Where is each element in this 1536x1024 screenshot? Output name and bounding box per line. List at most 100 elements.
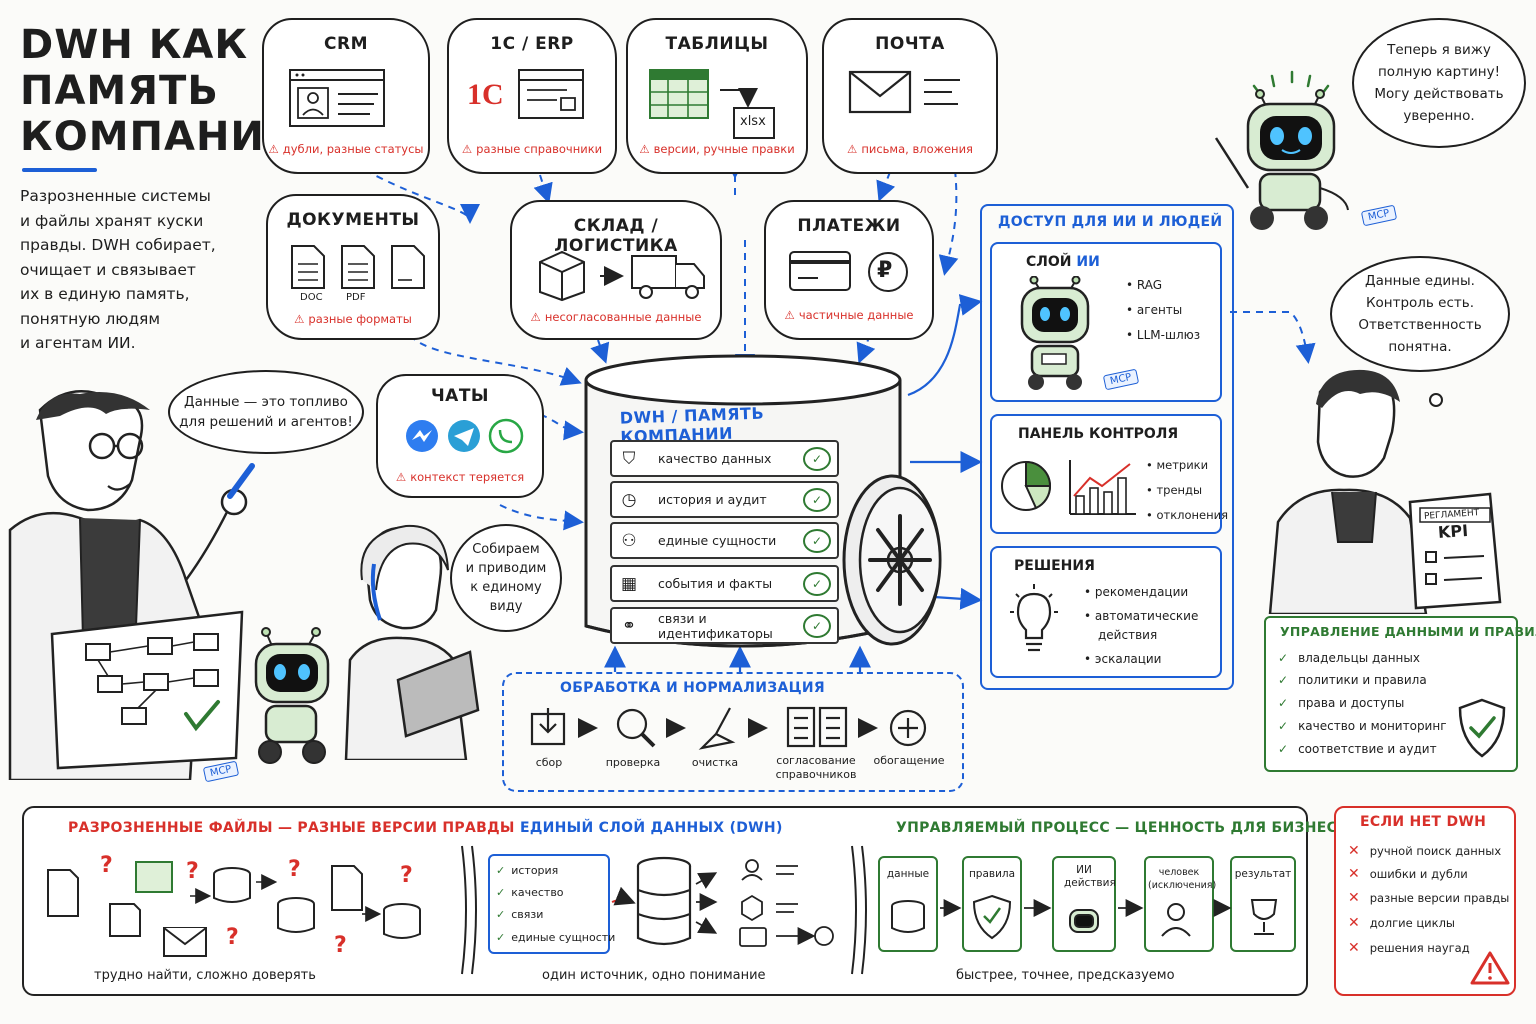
process-box-data: данные	[878, 856, 938, 952]
cross-icon: ✕	[1348, 940, 1360, 956]
analyst-illustration	[344, 524, 480, 760]
link-icon: ⚭	[621, 615, 637, 636]
vault-door-icon	[842, 474, 942, 646]
divider-left	[461, 845, 477, 975]
check-icon: ✓	[803, 528, 831, 553]
calendar-icon: ▦	[620, 573, 638, 594]
warning-triangle-icon	[1470, 951, 1510, 985]
source-mail-title: ПОЧТА	[875, 34, 945, 54]
no-dwh-title: ЕСЛИ НЕТ DWH	[1360, 814, 1487, 830]
check-icon: ✓	[803, 446, 831, 471]
warning-icon: ⚠	[639, 142, 650, 156]
source-payments-title: ПЛАТЕЖИ	[797, 216, 901, 236]
no-dwh-item-manual-search: ✕ручной поиск данных	[1348, 843, 1502, 859]
crm-window-icon	[289, 69, 385, 127]
decision-item-recommendations: • рекомендации	[1084, 585, 1189, 599]
clock-icon: ◷	[621, 489, 637, 510]
access-title: ДОСТУП ДЛЯ ИИ И ЛЮДЕЙ	[998, 214, 1223, 230]
check-icon: ✓	[1278, 651, 1289, 665]
svg-text:?: ?	[226, 925, 239, 950]
ai-item-llm-gateway: • LLM-шлюз	[1126, 328, 1201, 342]
ai-item-agents: • агенты	[1126, 303, 1183, 317]
card-icon	[789, 251, 908, 292]
robot-ai-layer	[1020, 276, 1090, 390]
processing-title: ОБРАБОТКА И НОРМАЛИЗАЦИЯ	[560, 680, 825, 696]
1c-logo: 1С	[467, 78, 504, 111]
title-line-1: DWH КАК	[20, 22, 249, 68]
source-tables-warning: ⚠версии, ручные правки	[639, 142, 795, 156]
intro-text: Разрозненные системы и файлы хранят куск…	[20, 187, 216, 352]
chaos-illustration: ??????	[47, 853, 421, 958]
process-icons	[891, 894, 1278, 940]
processing-panel	[502, 672, 964, 792]
title-line-2: ПАМЯТЬ	[20, 68, 219, 114]
source-erp-warning: ⚠разные справочники	[461, 142, 603, 156]
unified-title: ЕДИНЫЙ СЛОЙ ДАННЫХ (DWH)	[520, 820, 783, 836]
check-icon: ✓	[803, 487, 831, 512]
page-title: DWH КАК ПАМЯТЬ КОМПАНИИ	[20, 22, 299, 160]
warning-icon: ⚠	[294, 312, 305, 326]
step-enrich: обогащение	[873, 754, 945, 767]
robot-top-right	[1214, 70, 1349, 230]
unified-checklist	[488, 854, 610, 954]
control-item-trends: • тренды	[1146, 483, 1203, 497]
whiteboard-flowchart	[50, 610, 244, 770]
warehouse-icon	[539, 250, 705, 302]
process-title: УПРАВЛЯЕМЫЙ ПРОЦЕСС — ЦЕННОСТЬ ДЛЯ БИЗНЕ…	[896, 820, 1349, 836]
governance-item-monitoring: ✓качество и мониторинг	[1278, 719, 1447, 733]
source-chats-warning: ⚠контекст теряется	[395, 470, 525, 484]
shield-icon: ⛉	[622, 448, 636, 469]
title-underline	[22, 168, 97, 172]
check-icon: ✓	[1278, 673, 1289, 687]
control-panel-title: ПАНЕЛЬ КОНТРОЛЯ	[1018, 426, 1179, 442]
governance-item-compliance: ✓соответствие и аудит	[1278, 742, 1437, 756]
dwh-row-history: ◷история и аудит✓	[610, 481, 839, 518]
ruble-icon: ₽	[877, 258, 893, 283]
step-clean: очистка	[691, 756, 739, 769]
warning-icon: ⚠	[461, 142, 473, 156]
kpi-label: KPI	[1437, 520, 1469, 543]
source-mail-warning: ⚠письма, вложения	[847, 142, 973, 156]
ai-layer-title: СЛОЙ ИИ	[1026, 254, 1100, 270]
source-documents-title: ДОКУМЕНТЫ	[286, 210, 420, 230]
unified-caption: один источник, одно понимание	[542, 968, 766, 983]
decision-item-automatic: • автоматические	[1084, 609, 1199, 623]
svg-text:?: ?	[100, 853, 113, 878]
dashboard-charts-icon	[1001, 460, 1136, 515]
no-dwh-item-versions: ✕разные версии правды	[1348, 890, 1510, 906]
check-icon: ✓	[1278, 719, 1289, 733]
check-icon: ✓	[803, 613, 831, 638]
erp-window-icon	[518, 69, 584, 119]
dwh-row-links: ⚭связи и идентификаторы✓	[610, 607, 839, 644]
governance-item-access: ✓права и доступы	[1278, 696, 1405, 710]
decision-item-escalations: • эскалации	[1084, 652, 1162, 666]
dwh-row-events: ▦события и факты✓	[610, 565, 839, 602]
source-payments: ПЛАТЕЖИ ₽ ⚠частичные данные	[764, 200, 934, 340]
decision-item-actions: действия	[1098, 628, 1158, 642]
warning-icon: ⚠	[530, 310, 541, 324]
access-panel	[980, 204, 1234, 690]
shield-check-icon	[1458, 698, 1506, 758]
source-crm-title: CRM	[324, 34, 368, 54]
source-chats: ЧАТЫ ⚠контекст теряется	[376, 374, 544, 498]
source-documents-warning: ⚠разные форматы	[294, 312, 412, 326]
step-validate: проверка	[605, 756, 661, 769]
source-erp: 1С / ERP 1С ⚠разные справочники	[447, 18, 617, 174]
warning-icon: ⚠	[847, 142, 858, 156]
ai-item-rag: • RAG	[1126, 278, 1163, 292]
source-crm: CRM ⚠дубли, разные статусы	[262, 18, 430, 174]
cross-icon: ✕	[1348, 843, 1360, 859]
source-warehouse-title: СКЛАД / ЛОГИСТИКА	[554, 216, 678, 256]
spreadsheet-icon	[649, 69, 775, 139]
step-reconcile: согласование справочников	[775, 754, 857, 781]
svg-text:?: ?	[186, 859, 199, 884]
unified-illustration	[611, 856, 834, 947]
unified-check-quality: ✓качество	[496, 886, 564, 899]
source-payments-warning: ⚠частичные данные	[784, 308, 914, 322]
messenger-icons	[406, 418, 524, 454]
cross-icon: ✕	[1348, 866, 1360, 882]
dwh-row-entities: ⚇единые сущности✓	[610, 522, 839, 559]
